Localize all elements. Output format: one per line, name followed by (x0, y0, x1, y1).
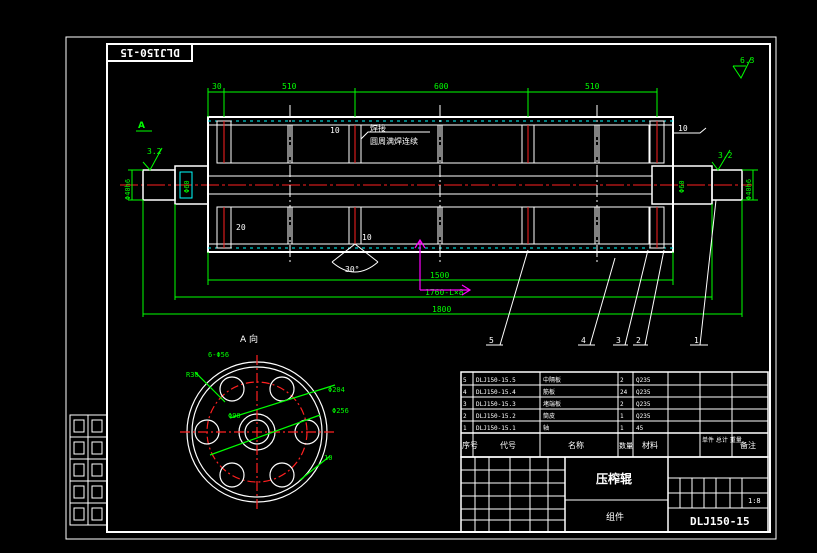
dim-510-right: 510 (585, 82, 600, 91)
top-dimensions (207, 88, 658, 117)
dim-phi-right: Φ60 (678, 180, 686, 193)
title-block-grid (460, 456, 769, 533)
title-drawing-no: DLJ150-15 (690, 515, 750, 528)
bom-name-cell: 筋板 (543, 388, 555, 396)
bom-mat-cell: Q235 (636, 377, 651, 384)
part-leaders (486, 199, 717, 346)
roughness-symbol-general: 6.3 (732, 56, 755, 79)
weld-note-leader (360, 131, 430, 140)
right-shaft-dims (711, 149, 758, 201)
bom-code-cell: DLJ150-15.3 (476, 401, 516, 408)
bom-qty-cell: 1 (620, 425, 624, 432)
roughness-right: 3.2 (718, 151, 733, 160)
outer-frame (65, 36, 777, 540)
title-part-name: 压榨辊 (596, 471, 632, 486)
balloon-4: 4 (581, 336, 586, 345)
end-plates-and-ribs (216, 105, 665, 265)
balloon-3: 3 (616, 336, 621, 345)
balloon-1: 1 (694, 336, 699, 345)
view-a-label: A (138, 121, 145, 131)
bom-header-code: 代号 (500, 440, 516, 450)
view-a-t10: 10 (324, 454, 332, 462)
roughness-left: 3.2 (147, 147, 162, 156)
shaft (142, 165, 743, 205)
bom-no-cell: 4 (463, 389, 467, 396)
view-a-d204: Φ204 (328, 386, 345, 394)
dim-10-b: 10 (678, 124, 688, 133)
bom-name-cell: 轴 (543, 424, 549, 432)
bom-code-cell: DLJ150-15.4 (476, 389, 516, 396)
bom-header-weight: 单件 总计 重量 (702, 436, 742, 444)
dim-1500: 1500 (430, 271, 449, 280)
binding-margin-table (69, 414, 108, 526)
bom-qty-cell: 24 (620, 389, 628, 396)
title-scale: 1:8 (748, 497, 761, 505)
right-weld-leader (673, 127, 707, 134)
view-a-r30: R30 (186, 371, 199, 379)
bom-qty-cell: 2 (620, 377, 624, 384)
dim-left-shaft: Φ40h6 (124, 179, 132, 200)
inner-frame (106, 43, 771, 533)
bom-no-cell: 5 (463, 377, 467, 384)
bom-qty-cell: 2 (620, 401, 624, 408)
dim-30: 30 (212, 82, 222, 91)
dim-phi-left: Φ60 (183, 180, 191, 193)
view-a-holes: 6-Φ56 (208, 351, 229, 359)
bom-header-qty: 数量 (619, 441, 633, 450)
bom-mat-cell: 45 (636, 425, 644, 432)
dim-20: 20 (236, 223, 246, 232)
balloon-2: 2 (636, 336, 641, 345)
bom-name-cell: 堵端板 (543, 400, 561, 408)
bom-name-cell: 中隔板 (543, 376, 561, 384)
bom-qty-cell: 1 (620, 413, 624, 420)
angle-30-arc (331, 261, 379, 273)
bom-table-grid (460, 371, 769, 458)
bom-no-cell: 1 (463, 425, 467, 432)
bom-mat-cell: Q235 (636, 413, 651, 420)
bom-name-cell: 筒皮 (543, 412, 555, 420)
lower-dimensions (142, 200, 743, 317)
title-drawing-type: 组件 (606, 511, 624, 523)
dim-right-shaft: Φ40h6 (745, 179, 753, 200)
bom-no-cell: 2 (463, 413, 467, 420)
left-shaft-dims (128, 147, 163, 201)
dim-510-left: 510 (282, 82, 297, 91)
bom-code-cell: DLJ150-15.5 (476, 377, 516, 384)
ucs-marker (414, 238, 472, 296)
dim-30deg: 30° (345, 265, 359, 274)
dim-10-a: 10 (330, 126, 340, 135)
weld-note-line1: 焊接 (370, 123, 386, 133)
dim-1800: 1800 (432, 305, 451, 314)
bom-header-remark: 备注 (740, 440, 756, 450)
bom-header-name: 名称 (568, 440, 584, 450)
bom-mat-cell: Q235 (636, 401, 651, 408)
weld-note-line2: 圆周满焊连续 (370, 136, 418, 146)
bom-code-cell: DLJ150-15.1 (476, 425, 516, 432)
view-a-d256: Φ256 (332, 407, 349, 415)
view-a-d90: Φ90 (228, 412, 241, 420)
dim-10-c: 10 (362, 233, 372, 242)
bom-header-mat: 材料 (642, 440, 658, 450)
balloon-5: 5 (489, 336, 494, 345)
dim-600: 600 (434, 82, 449, 91)
bom-header-no: 序号 (462, 440, 478, 450)
bom-no-cell: 3 (463, 401, 467, 408)
end-view-a (180, 355, 336, 509)
title-tag-box (106, 43, 193, 62)
bom-code-cell: DLJ150-15.2 (476, 413, 516, 420)
view-a-title: A 向 (240, 333, 258, 345)
dim-1760: 1760-L×8 (425, 288, 464, 297)
title-tag-text: DLJ150-15 (120, 46, 180, 59)
bom-mat-cell: Q235 (636, 389, 651, 396)
roughness-general-value: 6.3 (740, 56, 755, 65)
